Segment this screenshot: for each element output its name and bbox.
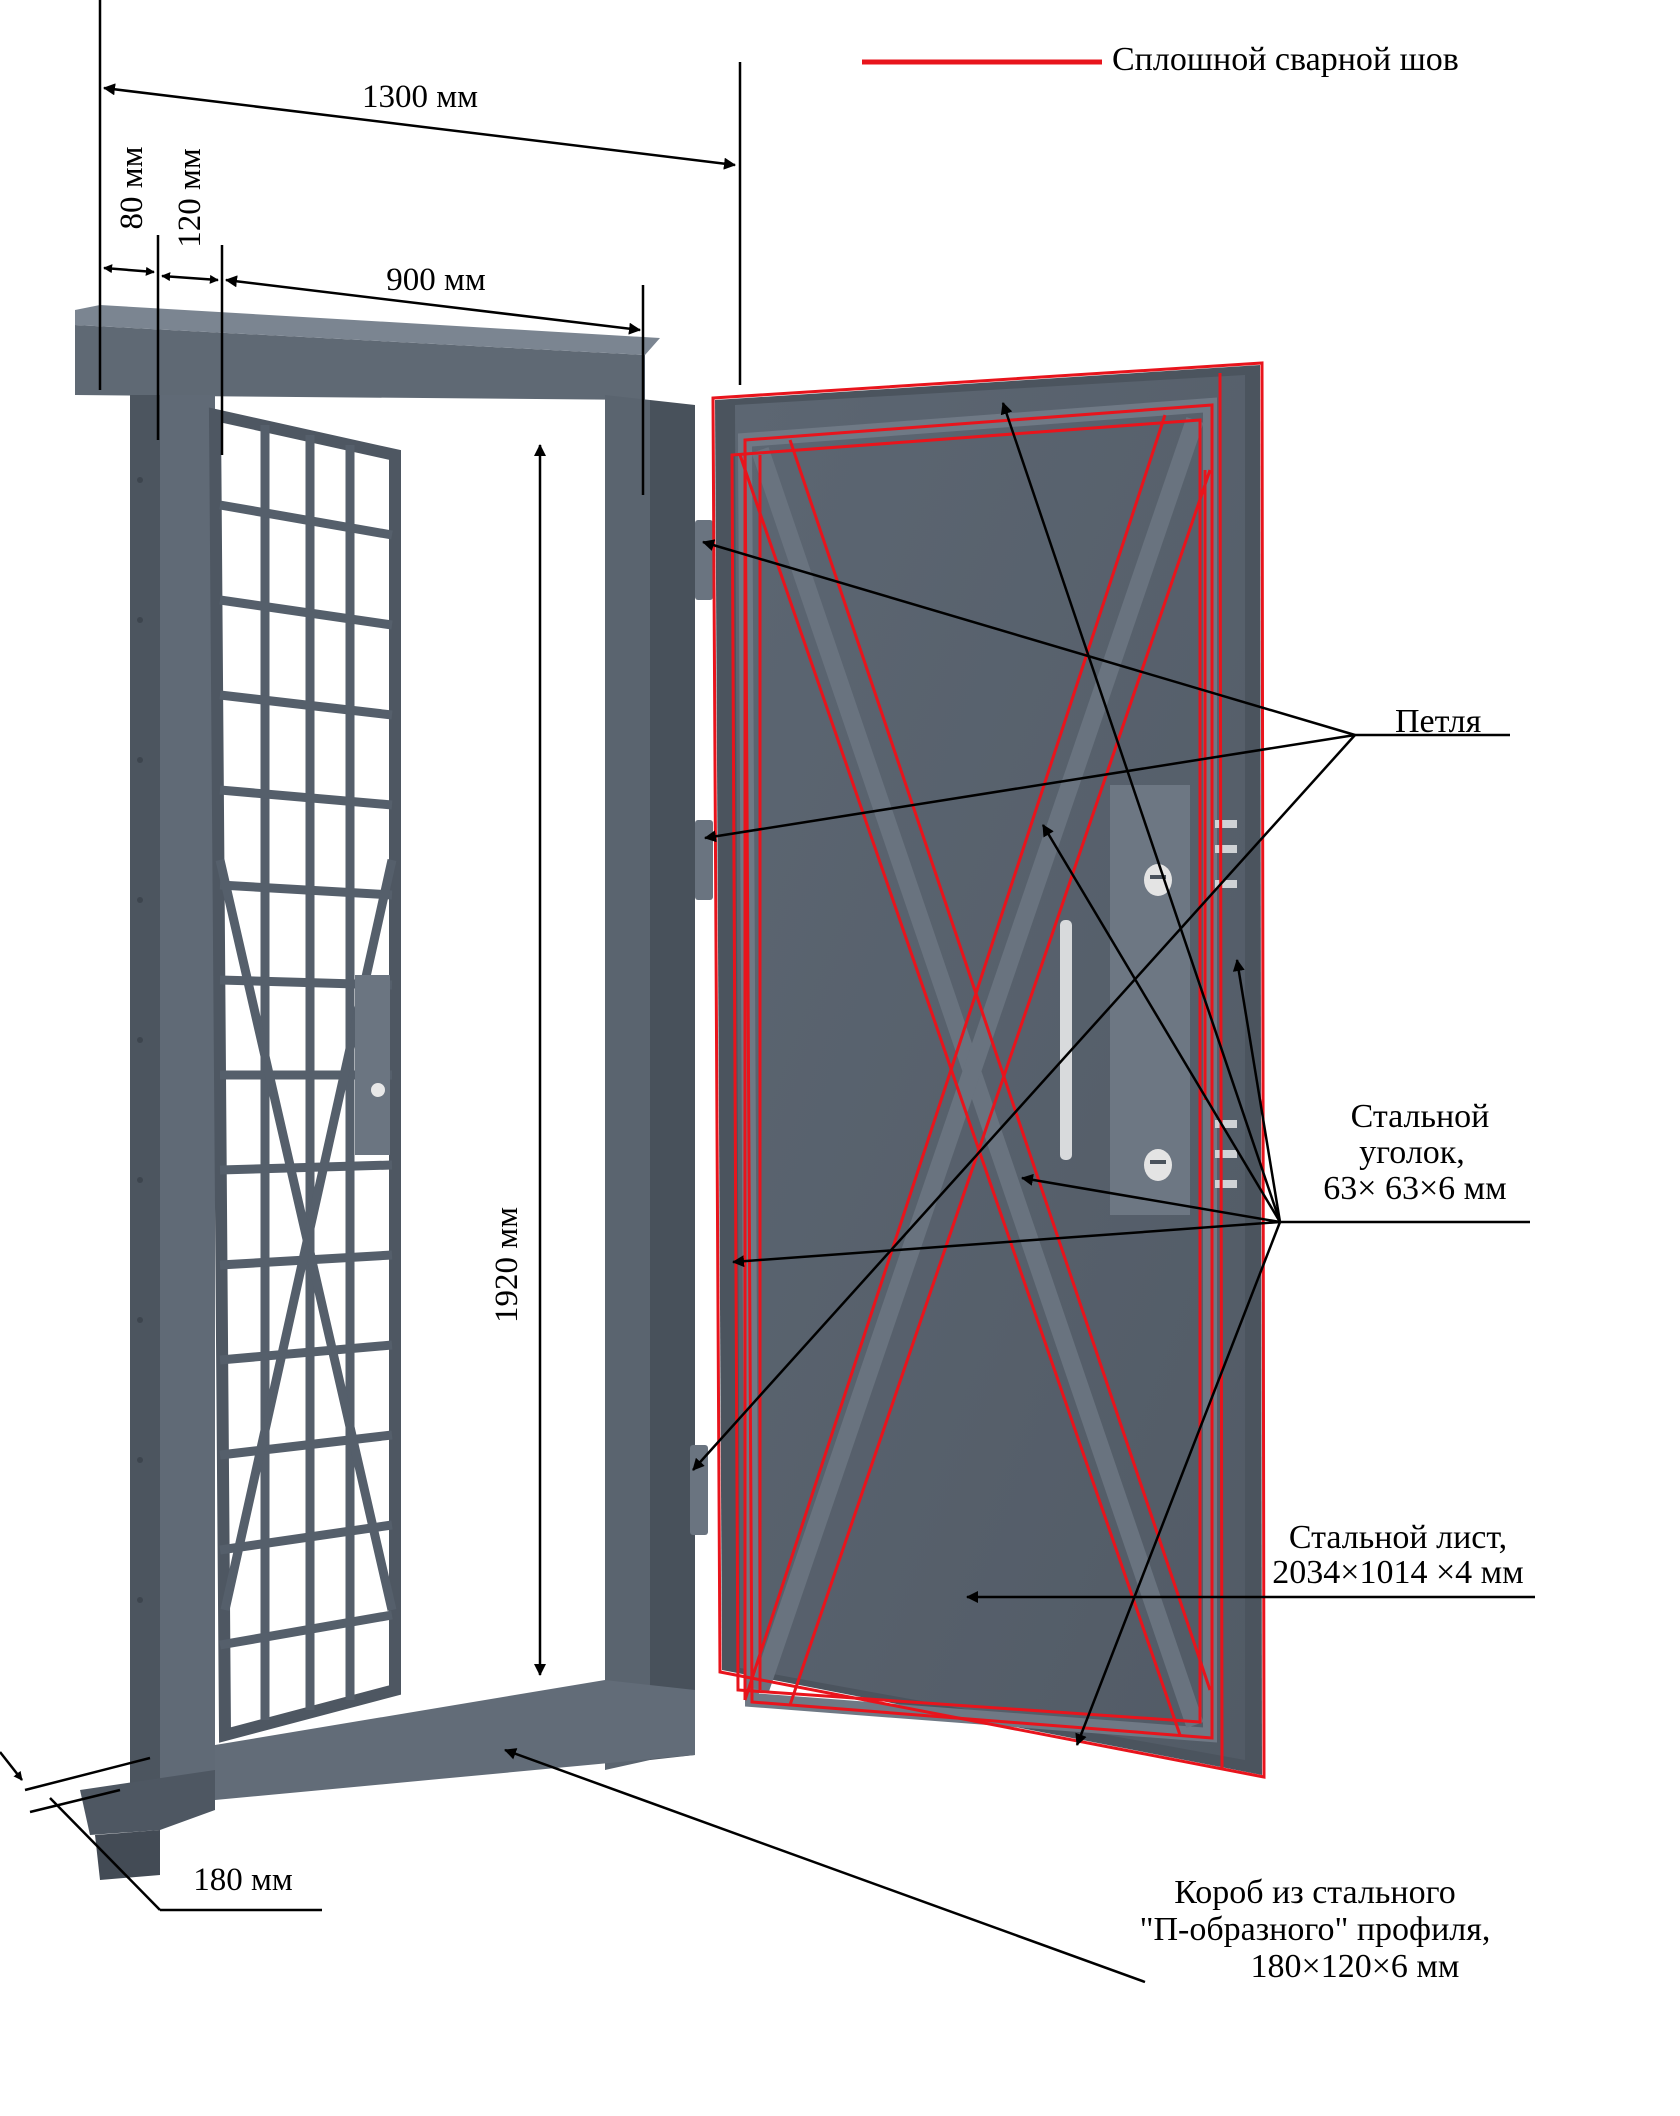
label-box-line1: Короб из стального bbox=[1174, 1874, 1455, 1911]
dim-label-180: 180 мм bbox=[193, 1862, 293, 1898]
dim-line-80 bbox=[103, 264, 155, 276]
weld-seams bbox=[711, 361, 1266, 1779]
frame-bottom-sill bbox=[215, 1680, 695, 1800]
label-angle-line3: 63× 63×6 мм bbox=[1323, 1170, 1506, 1207]
leader-angle-left bbox=[732, 1220, 1281, 1268]
door-handle bbox=[1060, 920, 1072, 1160]
grille-keyhole bbox=[371, 1083, 385, 1097]
legend-label: Сплошной сварной шов bbox=[1112, 41, 1459, 78]
dim-line-120 bbox=[161, 272, 219, 284]
dim-label-1920: 1920 мм bbox=[489, 1207, 525, 1323]
dim-label-900: 900 мм bbox=[386, 262, 486, 298]
weld-outer-border bbox=[711, 361, 1266, 1779]
lock-plate bbox=[1110, 785, 1190, 1215]
leader-angle-edge bbox=[1232, 959, 1282, 1223]
label-angle-line1: Стальной bbox=[1351, 1098, 1490, 1135]
leader-box bbox=[504, 1748, 1146, 1984]
grille-lock-box bbox=[355, 975, 390, 1155]
door-frame-box bbox=[75, 305, 695, 1880]
callout-leaders bbox=[504, 402, 1535, 1984]
weld-brace-2a bbox=[743, 414, 1167, 1701]
label-hinge: Петля bbox=[1395, 703, 1482, 740]
label-sheet-line2: 2034×1014 ×4 мм bbox=[1272, 1554, 1523, 1591]
dim-line-180 bbox=[49, 1797, 161, 1911]
hinge-bottom bbox=[690, 1445, 708, 1535]
lock-bolts bbox=[1215, 820, 1237, 1188]
leader-angle-cross bbox=[1021, 1173, 1281, 1224]
leader-hinge-middle bbox=[704, 733, 1356, 843]
callout-labels: Петля Стальной уголок, 63× 63×6 мм Сталь… bbox=[1140, 703, 1524, 1985]
dimensions bbox=[0, 0, 742, 1912]
label-angle-line2: уголок, bbox=[1359, 1134, 1465, 1171]
hinge-top bbox=[695, 520, 713, 600]
label-box-line2: "П-образного" профиля, bbox=[1140, 1911, 1491, 1948]
dim-line-900 bbox=[225, 275, 641, 335]
frame-top-beam bbox=[75, 325, 645, 400]
post-bolt-holes bbox=[137, 477, 143, 1603]
dim-label-120: 120 мм bbox=[172, 148, 208, 248]
weld-inner-frame bbox=[743, 403, 1214, 1740]
dim-label-1300: 1300 мм bbox=[362, 79, 478, 115]
frame-right-jamb bbox=[605, 395, 650, 1770]
label-sheet-line1: Стальной лист, bbox=[1289, 1519, 1507, 1556]
leader-hinge-bottom bbox=[692, 734, 1356, 1471]
lattice-grille-door bbox=[208, 407, 401, 1743]
label-box-line3: 180×120×6 мм bbox=[1251, 1948, 1460, 1985]
leader-angle-brace bbox=[1041, 824, 1282, 1223]
hinge-middle bbox=[695, 820, 713, 900]
main-door-leaf bbox=[715, 365, 1262, 1775]
lock-cylinders bbox=[1144, 864, 1172, 1181]
leader-angle-top bbox=[1000, 402, 1282, 1223]
dimension-labels: 1300 мм 80 мм 120 мм 900 мм 1920 мм 180 … bbox=[114, 79, 525, 1898]
dim-label-80: 80 мм bbox=[114, 146, 150, 229]
leader-angle-bottom bbox=[1075, 1221, 1282, 1746]
frame-left-post bbox=[130, 395, 160, 1810]
legend: Сплошной сварной шов bbox=[862, 41, 1459, 78]
leader-hinge-top bbox=[702, 539, 1356, 737]
dim-line-1300 bbox=[103, 83, 736, 170]
weld-brace-1a bbox=[738, 454, 1182, 1736]
